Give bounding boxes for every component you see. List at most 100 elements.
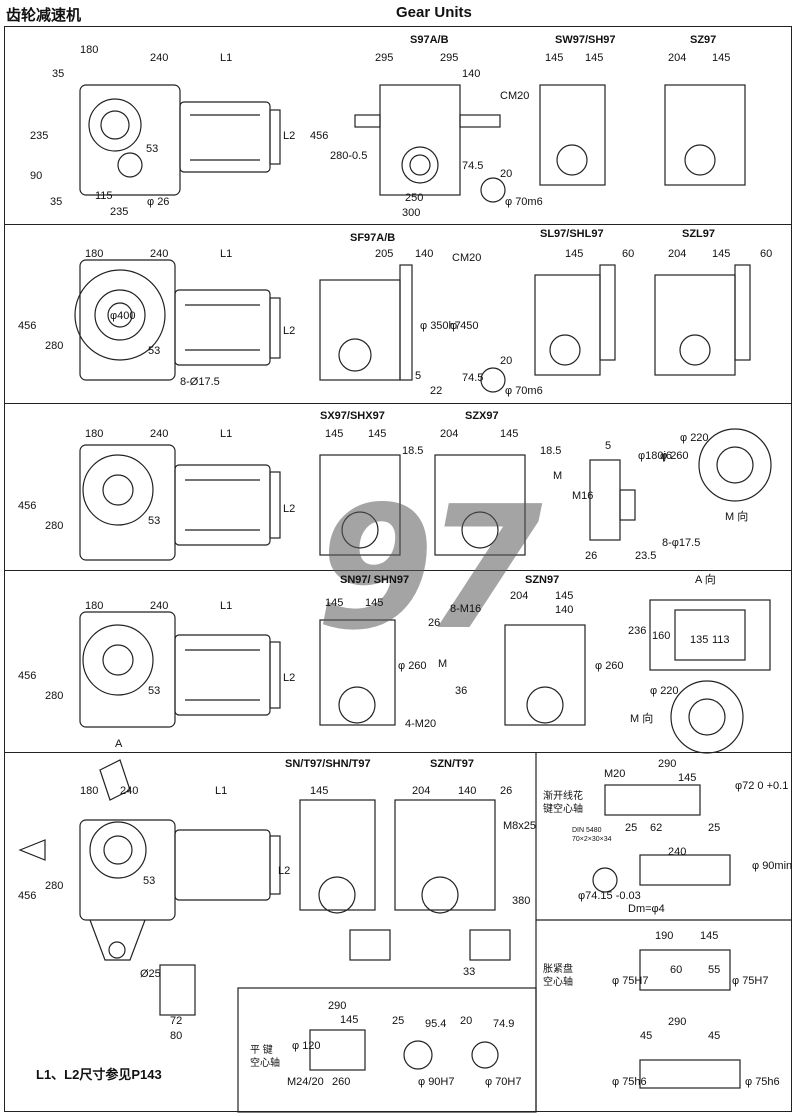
dim: 36	[455, 685, 468, 697]
dim: M 向	[630, 713, 654, 725]
dim: 26	[500, 785, 513, 797]
dim: 204	[412, 785, 431, 797]
dim: 140	[462, 68, 481, 80]
dim: 204	[440, 428, 459, 440]
dim: φ180j6	[638, 450, 673, 462]
dim: 240	[150, 428, 169, 440]
dim: φ 75h6	[745, 1076, 780, 1088]
dim: 25	[392, 1015, 405, 1027]
model-label: S97A/B	[410, 34, 449, 46]
dim: M16	[572, 490, 594, 502]
row-divider	[4, 403, 792, 404]
dim: L2	[283, 130, 296, 142]
dim: φ 260	[595, 660, 624, 672]
dim: 53	[148, 515, 161, 527]
dim: 190	[655, 930, 674, 942]
shrink-shaft-title: 胀紧盘 空心轴	[543, 964, 573, 988]
model-label: SZN/T97	[430, 758, 475, 770]
dim: 145	[585, 52, 604, 64]
dim: 160	[652, 630, 671, 642]
dim: 35	[50, 196, 63, 208]
dim: 8-φ17.5	[662, 537, 701, 549]
dim: 55	[708, 964, 721, 976]
dim: 250	[405, 192, 424, 204]
dim: 280	[45, 880, 64, 892]
dim: 74.5	[462, 372, 484, 384]
row-divider	[4, 752, 792, 753]
dim: φ 220	[680, 432, 709, 444]
dim: φ 450	[450, 320, 479, 332]
m-view-flange-r4	[670, 680, 744, 754]
dim: 4-M20	[405, 718, 437, 730]
dim: M24/20	[287, 1076, 324, 1088]
dim: 113	[712, 634, 730, 646]
title-chinese: 齿轮减速机	[6, 7, 82, 24]
sx97-front-view	[319, 454, 401, 556]
dim: M8x25	[503, 820, 537, 832]
dim: 205	[375, 248, 394, 260]
dim: L1	[220, 428, 233, 440]
dim: 74.9	[493, 1018, 515, 1030]
dim: 60	[622, 248, 635, 260]
dim: 280-0.5	[330, 150, 368, 162]
szn97-front-view	[504, 624, 586, 726]
dim: 72	[170, 1015, 183, 1027]
sl97-front-view	[534, 264, 616, 376]
dim: 295	[440, 52, 459, 64]
dim: M20	[604, 768, 626, 780]
dim: 26	[585, 550, 598, 562]
dim: M	[553, 470, 563, 482]
dim: 145	[365, 597, 384, 609]
dim: 180	[80, 44, 99, 56]
model-label: SF97A/B	[350, 232, 396, 244]
sz97-front-view	[664, 84, 746, 186]
dim: φ74.15 -0.03	[578, 890, 641, 902]
dim: 235	[110, 206, 129, 218]
dim: L1	[220, 52, 233, 64]
sznt97-front-view	[394, 799, 511, 961]
dim: 145	[712, 248, 731, 260]
dim: 45	[640, 1030, 653, 1042]
dim: 180	[85, 600, 104, 612]
dim: φ400	[110, 310, 136, 322]
dim: 18.5	[540, 445, 562, 457]
model-label: SZX97	[465, 410, 499, 422]
dim: 74.5	[462, 160, 484, 172]
shaft-section-box	[237, 752, 792, 1113]
flange-section-x	[589, 459, 636, 541]
dim: 180	[85, 248, 104, 260]
sw97-front-view	[539, 84, 606, 186]
dim: L2	[283, 672, 296, 684]
dim: 23.5	[635, 550, 657, 562]
gear-motor-side-view-r2	[74, 259, 281, 381]
dim: 80	[170, 1030, 183, 1042]
dim: 456	[18, 500, 37, 512]
dim: A 向	[695, 574, 716, 586]
dim: 140	[555, 604, 574, 616]
key-shaft-title: 平 键 空心轴	[250, 1045, 280, 1069]
dim: 145	[340, 1014, 359, 1026]
dim: φ 75h6	[612, 1076, 647, 1088]
model-watermark: 97	[316, 470, 543, 668]
szl97-front-view	[654, 264, 751, 376]
dim: 280	[45, 690, 64, 702]
dim: 26	[428, 617, 441, 629]
dim: 145	[678, 772, 697, 784]
dim: 380	[512, 895, 531, 907]
dim: L1	[215, 785, 228, 797]
dim: 145	[368, 428, 387, 440]
gear-motor-side-view-r4	[79, 611, 281, 728]
dim: 145	[712, 52, 731, 64]
a-view-housing	[649, 599, 771, 671]
dim: 53	[148, 345, 161, 357]
dim: 145	[325, 597, 344, 609]
m-view-flange-r3	[698, 428, 772, 502]
dim: 18.5	[402, 445, 424, 457]
dim: 295	[375, 52, 394, 64]
dim: φ 90H7	[418, 1076, 455, 1088]
dim: 53	[143, 875, 156, 887]
dim: 53	[146, 143, 159, 155]
dim: 145	[310, 785, 329, 797]
dim: L2	[283, 325, 296, 337]
dim: 180	[85, 428, 104, 440]
